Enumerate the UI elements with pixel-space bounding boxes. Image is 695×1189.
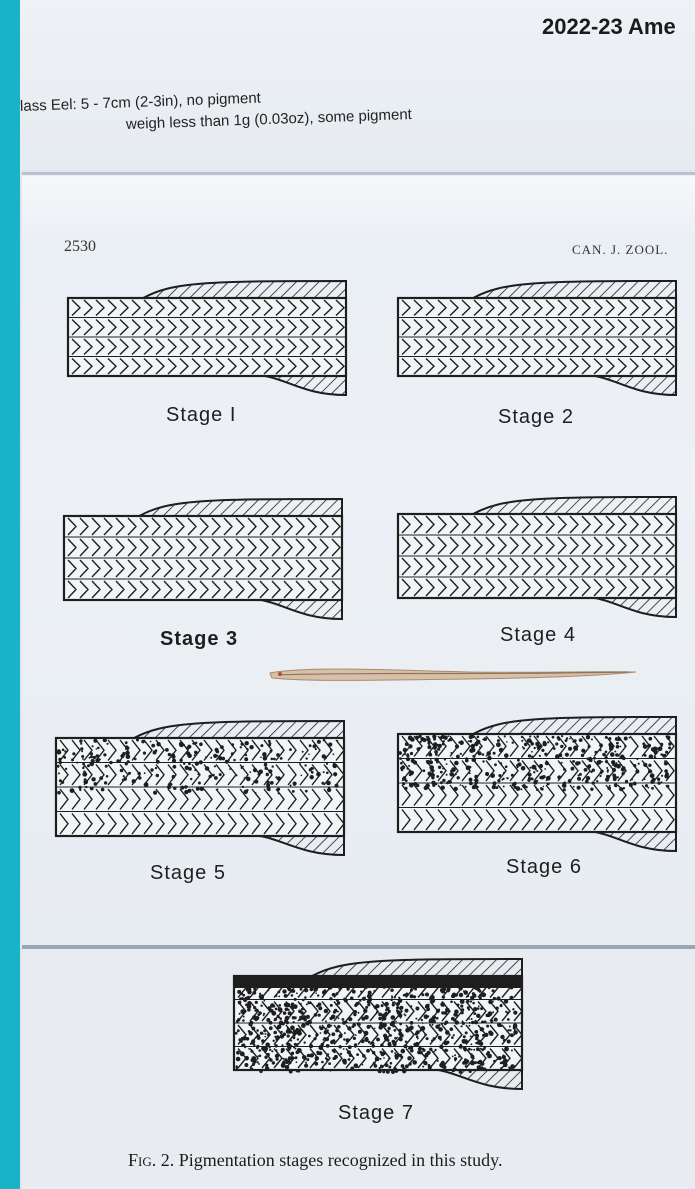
stage-7-label: Stage 7 (338, 1102, 414, 1125)
stage-5-label: Stage 5 (150, 862, 226, 885)
handout-title-fragment: 2022-23 Ame (542, 14, 676, 40)
stage-2-label: Stage 2 (498, 406, 574, 429)
figure-caption: Fig. 2. Pigmentation stages recognized i… (128, 1150, 503, 1171)
left-accent-bar (0, 0, 20, 1189)
stage-7-diagram (228, 956, 528, 1092)
glass-eel-specimen (268, 660, 638, 694)
stage-6-label: Stage 6 (506, 856, 582, 879)
stage-3-label: Stage 3 (160, 628, 238, 651)
journal-header: CAN. J. ZOOL. (572, 242, 668, 258)
stage-1-label: Stage I (166, 404, 236, 427)
stage-2-diagram (392, 278, 682, 398)
stage-6-diagram (392, 714, 682, 854)
sleeve-glare (22, 176, 695, 246)
stage-4-label: Stage 4 (500, 624, 576, 647)
caption-text: Pigmentation stages recognized in this s… (174, 1150, 502, 1170)
page-number: 2530 (64, 238, 96, 256)
caption-prefix: Fig. 2. (128, 1150, 174, 1170)
stage-3-diagram (58, 496, 348, 622)
stage-5-diagram (50, 718, 350, 858)
stage-4-diagram (392, 494, 682, 620)
stage-1-diagram (62, 278, 352, 398)
